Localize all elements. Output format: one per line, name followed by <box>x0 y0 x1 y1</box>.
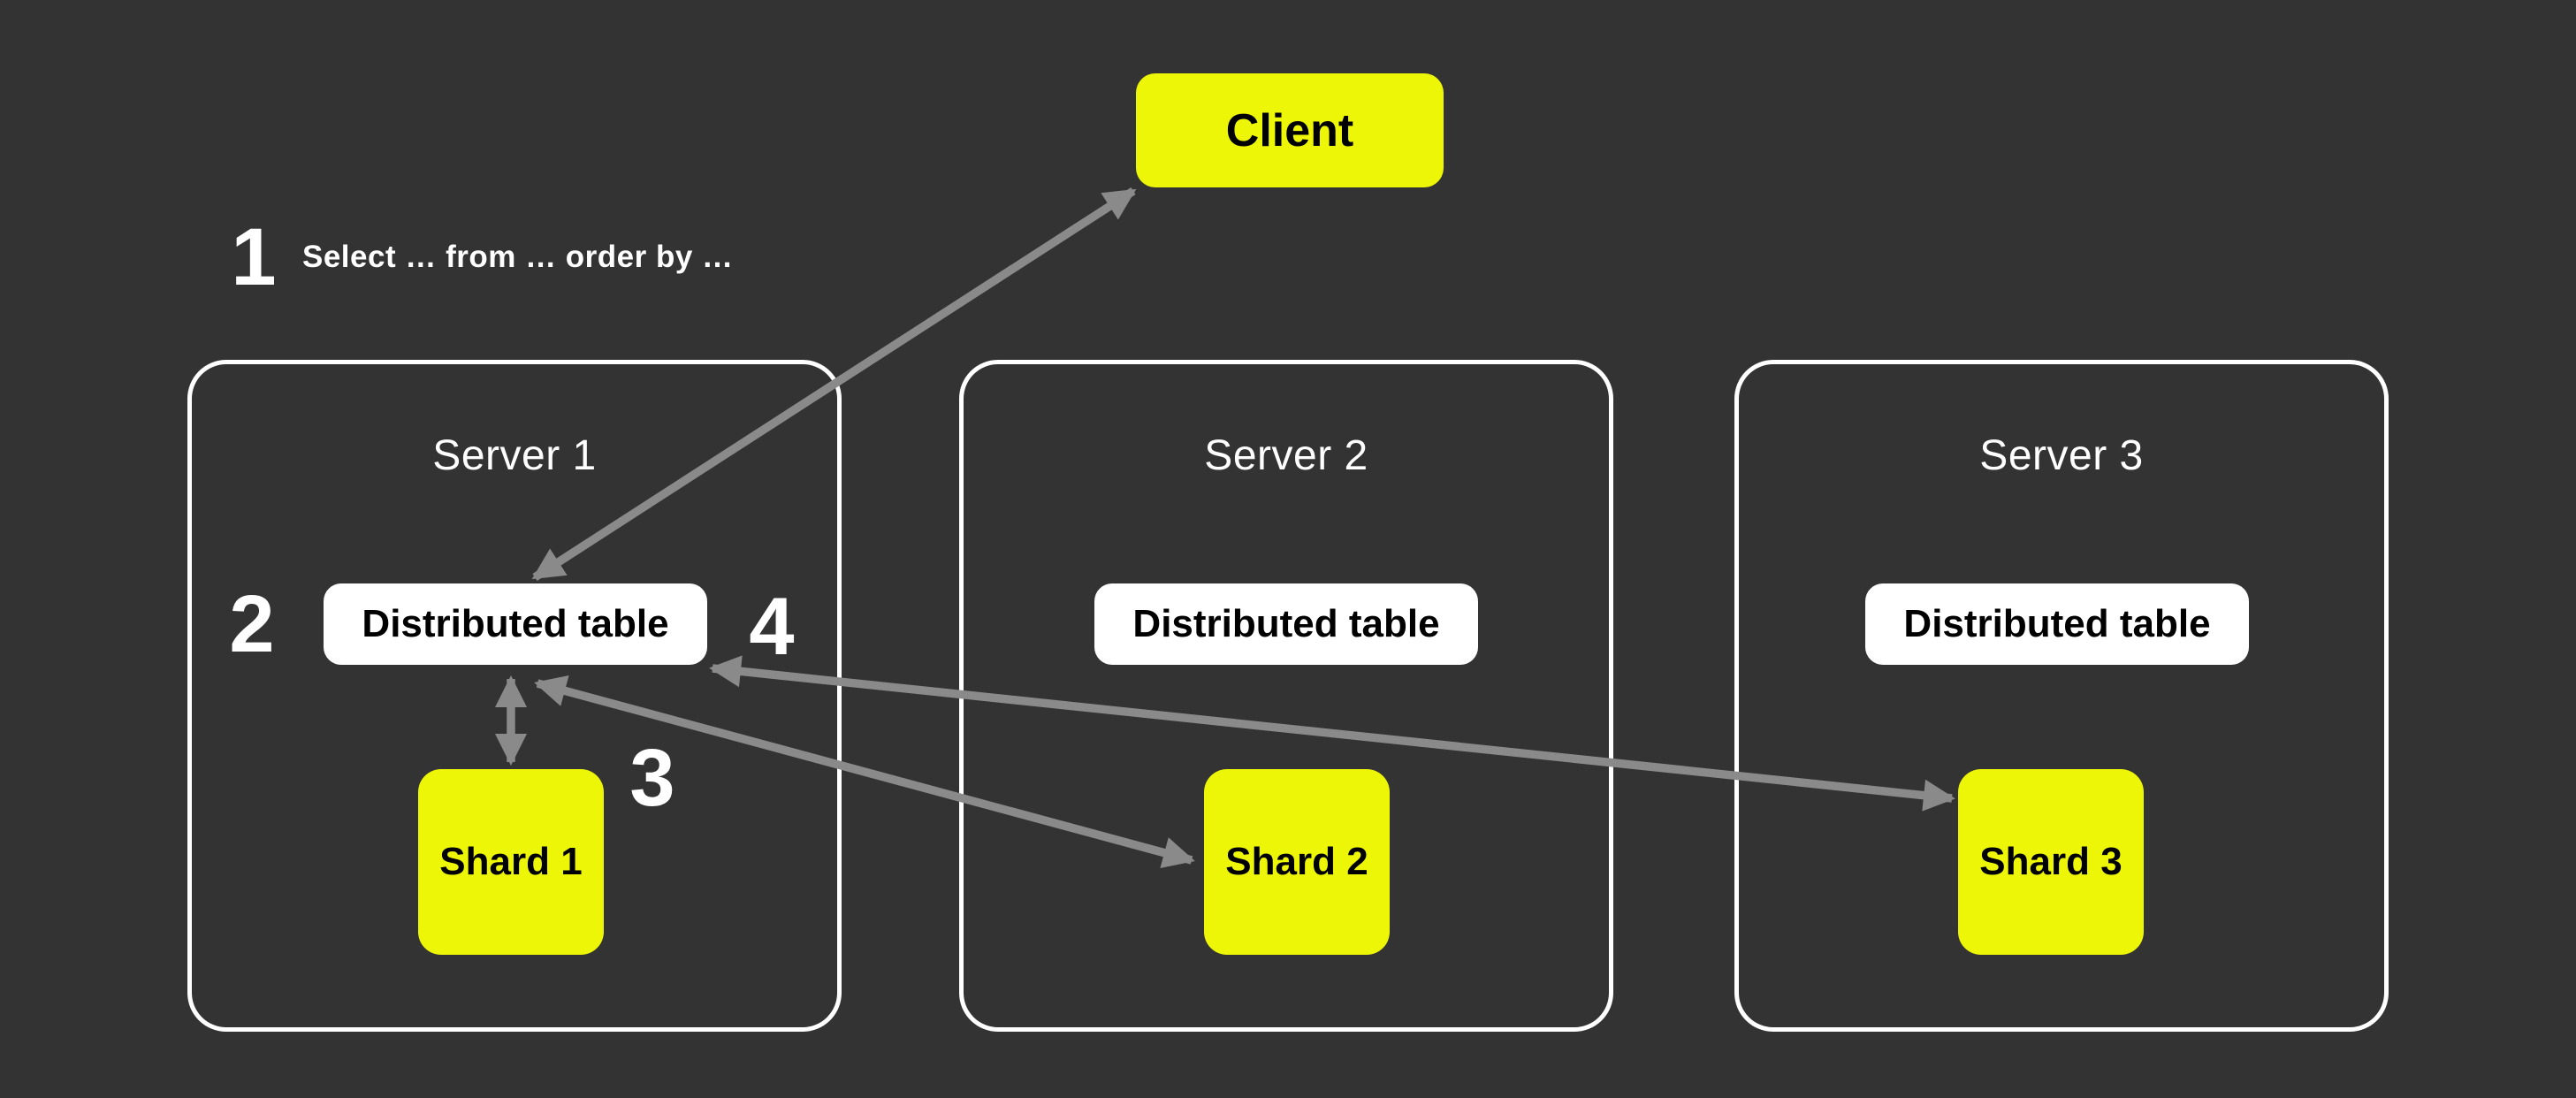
distributed-table-server1: Distributed table <box>324 583 707 665</box>
server-3-title: Server 3 <box>1979 432 2144 479</box>
step-1-number: 1 <box>231 211 277 302</box>
distributed-table-server3: Distributed table <box>1865 583 2249 665</box>
shard-2-node: Shard 2 <box>1204 769 1390 955</box>
shard-3-node: Shard 3 <box>1958 769 2144 955</box>
step-2-number: 2 <box>229 578 275 669</box>
distributed-table-server2: Distributed table <box>1094 583 1478 665</box>
shard-1-node: Shard 1 <box>418 769 604 955</box>
server-2-title: Server 2 <box>1204 432 1368 479</box>
client-node: Client <box>1136 73 1444 187</box>
step-4-number: 4 <box>749 581 795 672</box>
step-3-number: 3 <box>629 732 675 823</box>
query-annotation: Select … from … order by … <box>302 240 734 274</box>
server-1-title: Server 1 <box>432 432 597 479</box>
